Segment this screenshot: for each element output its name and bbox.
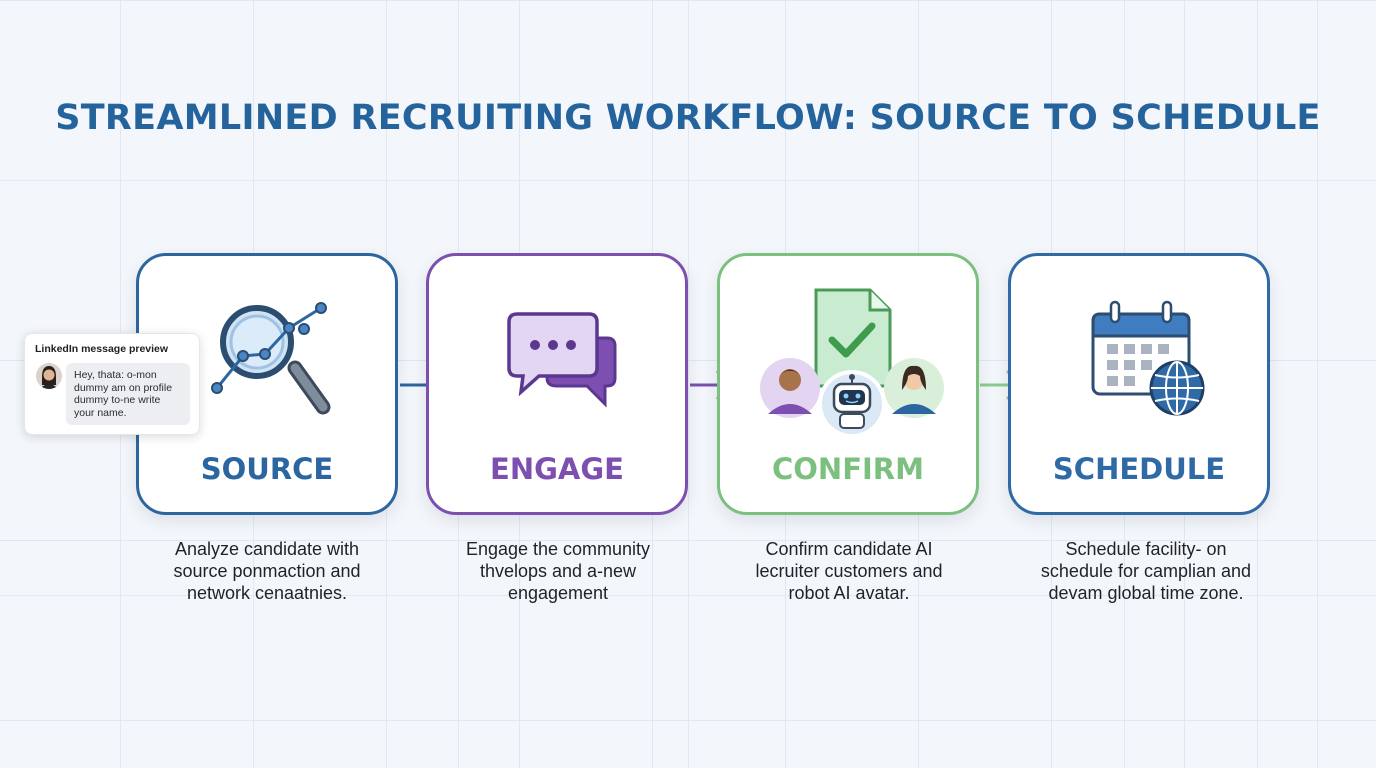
desc-line: thvelops and a-new: [479, 561, 637, 581]
preview-message: Hey, thata: o-mon dummy am on profile du…: [66, 363, 190, 425]
desc-line: lecruiter customers and: [755, 561, 943, 581]
desc-line: Schedule facility- on: [1065, 539, 1227, 559]
document-check-people-robot-icon: [760, 288, 944, 438]
desc-line: source ponmaction and: [173, 561, 361, 581]
step-card-engage: ENGAGE: [426, 253, 688, 515]
desc-line: schedule for camplian and: [1040, 561, 1252, 581]
calendar-globe-icon: [1091, 300, 1205, 416]
desc-line: Engage the community: [465, 539, 651, 559]
grid-line: [0, 180, 1376, 181]
desc-line: network cenaatnies.: [186, 583, 348, 603]
step-label-source: SOURCE: [200, 452, 334, 486]
step-card-schedule: SCHEDULE: [1008, 253, 1270, 515]
step-label-engage: ENGAGE: [490, 452, 624, 486]
grid-line: [0, 595, 1376, 596]
desc-line: Confirm candidate AI: [765, 539, 933, 559]
step-label-schedule: SCHEDULE: [1052, 452, 1226, 486]
step-card-confirm: CONFIRM: [717, 253, 979, 515]
grid-line: [688, 0, 689, 768]
magnifier-chart-icon: [211, 302, 331, 415]
step-desc-confirm: Confirm candidate AI lecruiter customers…: [704, 538, 994, 604]
step-desc-source: Analyze candidate with source ponmaction…: [122, 538, 412, 604]
desc-line: robot AI avatar.: [788, 583, 910, 603]
page-title: STREAMLINED RECRUITING WORKFLOW: SOURCE …: [55, 98, 1321, 138]
chat-bubbles-icon: [507, 312, 617, 408]
avatar: [36, 363, 62, 389]
step-label-confirm: CONFIRM: [772, 452, 924, 486]
step-card-source: SOURCE: [136, 253, 398, 515]
desc-line: Analyze candidate with: [174, 539, 360, 559]
desc-line: engagement: [507, 583, 609, 603]
preview-title: LinkedIn message preview: [35, 343, 169, 355]
step-desc-engage: Engage the community thvelops and a-new …: [413, 538, 703, 604]
desc-line: devam global time zone.: [1048, 583, 1244, 603]
step-desc-schedule: Schedule facility- on schedule for campl…: [1001, 538, 1291, 604]
linkedin-message-preview: LinkedIn message preview Hey, thata: o-m…: [24, 333, 200, 435]
